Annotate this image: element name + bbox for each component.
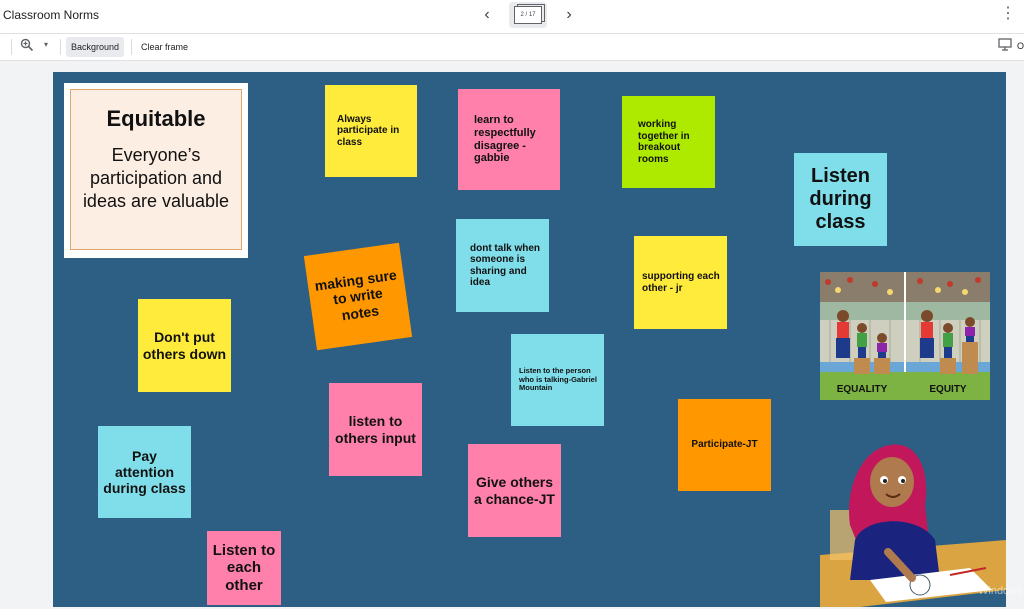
more-vert-icon: ⋮ [1000, 5, 1016, 22]
present-label: O [1017, 41, 1024, 51]
more-options-button[interactable]: ⋮ [1000, 4, 1016, 26]
zoom-in-icon [20, 38, 34, 52]
toolbar: ▾ Background Clear frame O [0, 34, 1024, 61]
sticky-note[interactable]: supporting each other - jr [634, 236, 727, 329]
caret-down-icon: ▾ [44, 40, 49, 49]
sticky-note[interactable]: Don't put others down [138, 299, 231, 392]
sticky-note[interactable]: Always participate in class [325, 85, 417, 177]
sticky-note[interactable]: Listen during class [794, 153, 887, 246]
sticky-note[interactable]: Pay attention during class [98, 426, 191, 518]
clear-frame-button[interactable]: Clear frame [141, 42, 189, 52]
prev-frame-button[interactable]: ‹ [476, 4, 498, 26]
present-button[interactable] [998, 38, 1012, 54]
background-button[interactable]: Background [66, 37, 125, 57]
equitable-title: Equitable [106, 106, 206, 131]
os-watermark: Windows [978, 585, 1023, 597]
sticky-note[interactable]: Listen to the person who is talking-Gabr… [511, 334, 604, 426]
equality-label: EQUALITY [837, 384, 888, 395]
sticky-note[interactable]: dont talk when someone is sharing and id… [456, 219, 549, 312]
sticky-note[interactable]: listen to others input [329, 383, 422, 476]
sticky-note[interactable]: Participate-JT [678, 399, 771, 491]
next-frame-button[interactable]: › [558, 4, 580, 26]
equity-label: EQUITY [929, 384, 967, 395]
top-bar: Classroom Norms ‹ 2 / 17 › ⋮ [0, 0, 1024, 34]
sticky-note[interactable]: making sure to write notes [303, 242, 413, 351]
student-writing-illustration[interactable] [820, 430, 1006, 607]
chevron-left-icon: ‹ [484, 6, 490, 23]
frame-selector[interactable]: 2 / 17 [509, 2, 547, 28]
equitable-card[interactable]: Equitable Everyone’s participation and i… [64, 83, 248, 258]
sticky-note[interactable]: Give others a chance-JT [468, 444, 561, 537]
equitable-body: Everyone’s participation and ideas are v… [82, 145, 230, 212]
frame-counter: 2 / 17 [514, 6, 542, 24]
equality-equity-illustration[interactable]: EQUALITY EQUITY [820, 272, 990, 400]
sticky-note[interactable]: working together in breakout rooms [622, 96, 715, 188]
sticky-note[interactable]: Listen to each other [207, 531, 281, 605]
sticky-note[interactable]: learn to respectfully disagree - gabbie [458, 89, 560, 190]
chevron-right-icon: › [566, 6, 572, 23]
page-title: Classroom Norms [3, 8, 100, 22]
present-icon [998, 38, 1012, 51]
zoom-dropdown-caret[interactable]: ▾ [44, 40, 48, 49]
zoom-button[interactable] [20, 38, 34, 55]
